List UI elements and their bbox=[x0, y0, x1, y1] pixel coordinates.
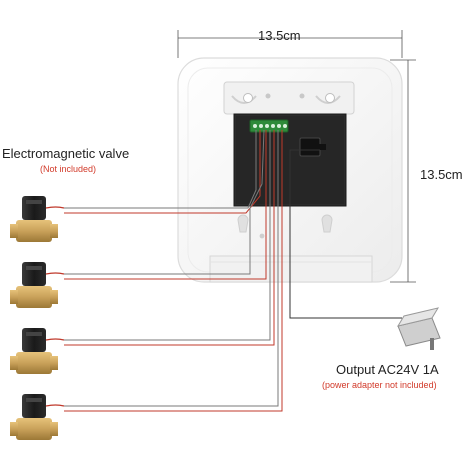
power-cable bbox=[289, 149, 402, 319]
power-title: Output AC24V 1A bbox=[336, 362, 439, 377]
width-dimension-line bbox=[177, 30, 403, 58]
top-mounting-bracket bbox=[223, 81, 355, 115]
height-dimension-label: 13.5cm bbox=[420, 167, 463, 182]
power-note: (power adapter not included) bbox=[322, 380, 437, 390]
solenoid-valve-3 bbox=[10, 328, 65, 374]
solenoid-valve-1 bbox=[10, 196, 65, 242]
valve-note: (Not included) bbox=[40, 164, 97, 174]
valve-title: Electromagnetic valve bbox=[2, 146, 130, 161]
solenoid-valve-2 bbox=[10, 262, 65, 308]
power-connector bbox=[299, 137, 326, 157]
keyhole-slots bbox=[237, 214, 333, 239]
terminal-block bbox=[249, 119, 289, 133]
bottom-mounting-bracket bbox=[209, 255, 373, 283]
solenoid-valve-4 bbox=[10, 394, 65, 440]
valve-wires bbox=[64, 129, 283, 412]
height-dimension-line bbox=[390, 59, 416, 283]
power-adapter bbox=[396, 307, 441, 350]
width-dimension-label: 13.5cm bbox=[258, 28, 301, 43]
